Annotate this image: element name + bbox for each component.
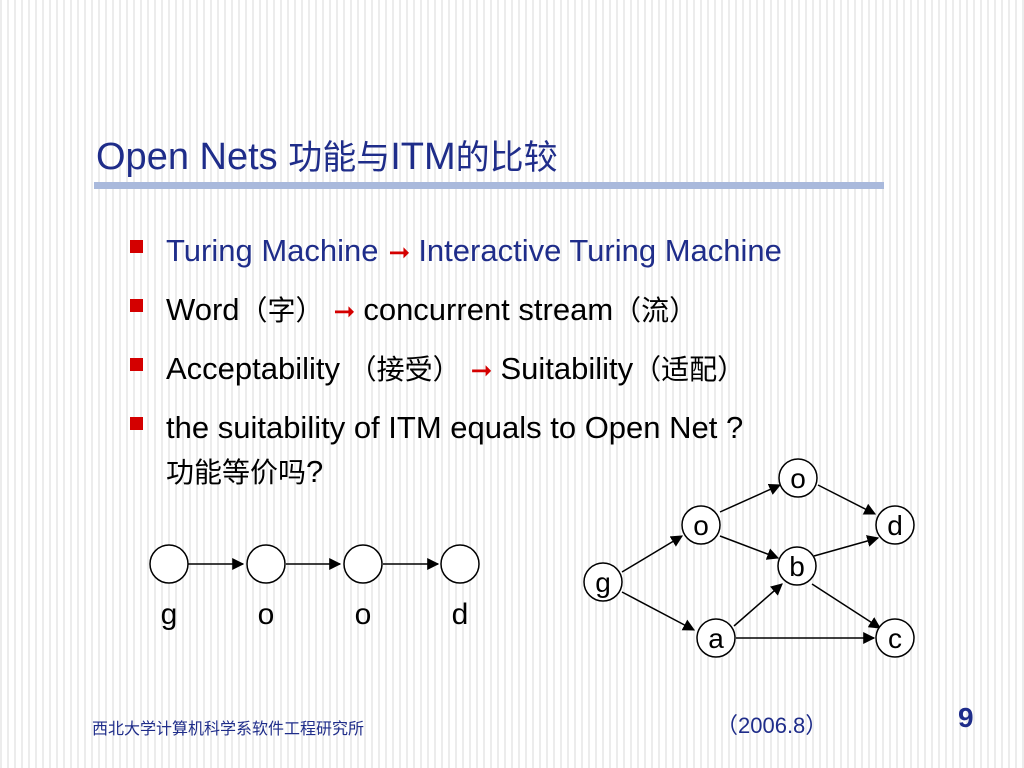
- title-cjk-part1: 功能与: [288, 138, 391, 178]
- slide-title: Open Nets 功能与ITM的比较: [96, 130, 558, 179]
- net-edge-g-a: [621, 591, 696, 631]
- bullet-text-from: Acceptability: [166, 351, 349, 386]
- chain-label-o2: o: [355, 598, 372, 631]
- net-label-d: d: [887, 510, 903, 541]
- net-label-b: b: [789, 551, 805, 582]
- bullet-text-to-cjk: （适配）: [633, 353, 746, 386]
- net-edge-o2-o1: [719, 483, 782, 513]
- bullet-item: the suitability of ITM equals to Open Ne…: [128, 399, 1008, 495]
- right-arrow-icon: ➞: [470, 355, 493, 385]
- bullet-text-from-cjk: （接受）: [348, 353, 461, 386]
- net-edge-b-c: [811, 583, 882, 629]
- page-number: 9: [958, 702, 974, 733]
- net-node-a: [696, 618, 736, 658]
- net-edge-b-d: [813, 535, 880, 557]
- net-label-o1: o: [790, 463, 806, 494]
- title-underline: [94, 182, 884, 189]
- net-node-b: [777, 546, 817, 586]
- bullet-text-from: Turing Machine: [166, 233, 379, 268]
- title-cjk-part2: 的比较: [455, 138, 558, 178]
- footer-organization: 西北大学计算机科学系软件工程研究所: [92, 719, 365, 738]
- bullet-text-from: Word: [166, 292, 240, 327]
- chain-diagram: g o o d: [149, 544, 480, 631]
- net-label-o2: o: [693, 510, 709, 541]
- chain-node-o2: [343, 544, 383, 584]
- net-label-a: a: [708, 623, 724, 654]
- bullet-item: Acceptability （接受） ➞Suitability（适配）: [128, 340, 1008, 399]
- net-node-g: [583, 562, 623, 602]
- bullet-text-to: Interactive Turing Machine: [418, 233, 782, 268]
- bullet-item: Turing Machine ➞Interactive Turing Machin…: [128, 222, 1008, 281]
- net-node-o2: [681, 505, 721, 545]
- net-node-o1: [778, 458, 818, 498]
- title-latin-itm: ITM: [390, 136, 456, 178]
- net-diagram: o o d b g a c: [583, 458, 915, 658]
- bullet-text-from-cjk: （字）: [239, 294, 324, 327]
- net-node-d: [875, 505, 915, 545]
- net-edge-g-o2: [621, 535, 684, 573]
- square-bullet-icon: [130, 299, 143, 312]
- net-edge-o2-b: [719, 535, 780, 560]
- bullet-text-to: concurrent stream: [363, 292, 614, 327]
- bullet-item: Word（字） ➞concurrent stream（流）: [128, 281, 1008, 340]
- chain-node-g: [149, 544, 189, 584]
- net-label-c: c: [888, 623, 902, 654]
- chain-node-o1: [246, 544, 286, 584]
- bullet-list: Turing Machine➞Interactive Turing Machin…: [128, 222, 1008, 495]
- footer-date: （2006.8）: [716, 713, 828, 738]
- bullet-question-line1: the suitability of ITM equals to Open Ne…: [166, 410, 744, 445]
- bullet-question-line2-cjk: 功能等价吗: [166, 456, 307, 489]
- title-latin: Open Nets: [96, 136, 289, 178]
- chain-label-o1: o: [258, 598, 275, 631]
- bullet-text-to: Suitability: [500, 351, 634, 386]
- right-arrow-icon: ➞: [333, 296, 356, 326]
- net-node-c: [875, 618, 915, 658]
- square-bullet-icon: [130, 417, 143, 430]
- net-label-g: g: [595, 567, 611, 598]
- bullet-text-to-cjk: （流）: [613, 294, 698, 327]
- chain-node-d: [440, 544, 480, 584]
- chain-label-g: g: [161, 598, 178, 631]
- right-arrow-icon: ➞: [388, 237, 411, 267]
- square-bullet-icon: [130, 240, 143, 253]
- net-edge-a-b: [733, 583, 783, 627]
- bullet-question-mark: ?: [306, 454, 324, 489]
- net-edge-o1-d: [817, 484, 877, 515]
- chain-label-d: d: [452, 598, 469, 631]
- square-bullet-icon: [130, 358, 143, 371]
